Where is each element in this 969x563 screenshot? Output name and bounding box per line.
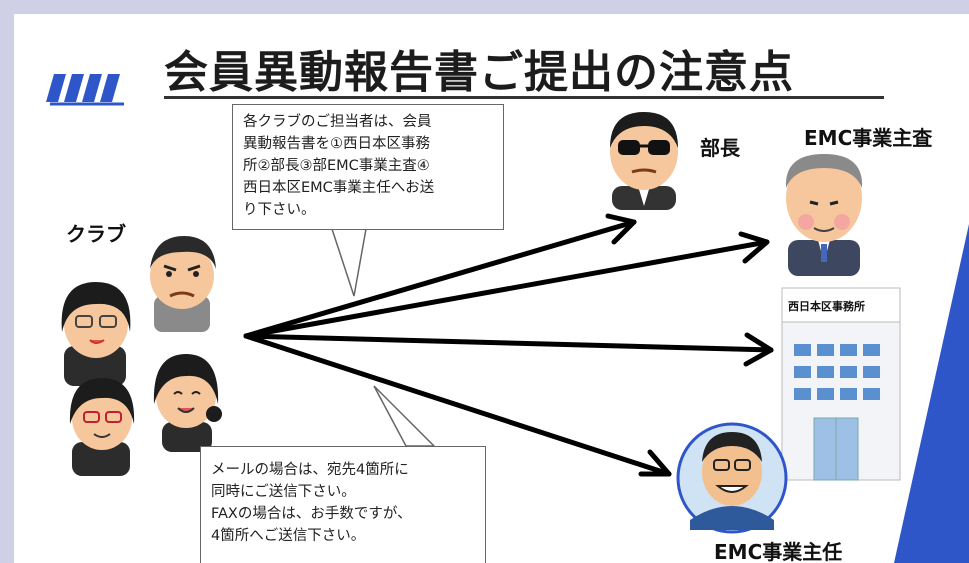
callout-top: 各クラブのご担当者は、会員 異動報告書を①西日本区事務 所②部長③部EMC事業主… bbox=[232, 104, 504, 230]
label-shunin: EMC事業主任 bbox=[714, 540, 843, 563]
label-bucho: 部長 bbox=[700, 136, 740, 160]
callout-bottom: メールの場合は、宛先4箇所に 同時にご送信下さい。 FAXの場合は、お手数ですが… bbox=[200, 446, 486, 563]
page-title: 会員異動報告書ご提出の注意点 bbox=[164, 47, 794, 98]
label-club: クラブ bbox=[66, 222, 126, 246]
office-building-illustration bbox=[781, 287, 901, 481]
office-sign: 西日本区事務所 bbox=[788, 300, 865, 313]
label-shusa: EMC事業主査 bbox=[804, 126, 933, 150]
club-members-illustration bbox=[61, 236, 222, 476]
diagram-canvas bbox=[46, 74, 969, 563]
bucho-illustration bbox=[610, 112, 678, 210]
blue-wedge-decoration bbox=[894, 224, 969, 563]
slide: 会員異動報告書ご提出の注意点 各クラブのご担当者は、会員 異動報告書を①西日本区… bbox=[14, 14, 969, 563]
shusa-illustration bbox=[785, 154, 863, 276]
title-slash-bars bbox=[46, 74, 120, 102]
arrows bbox=[243, 213, 774, 477]
title-underline bbox=[164, 96, 884, 99]
shunin-avatar bbox=[676, 422, 788, 534]
